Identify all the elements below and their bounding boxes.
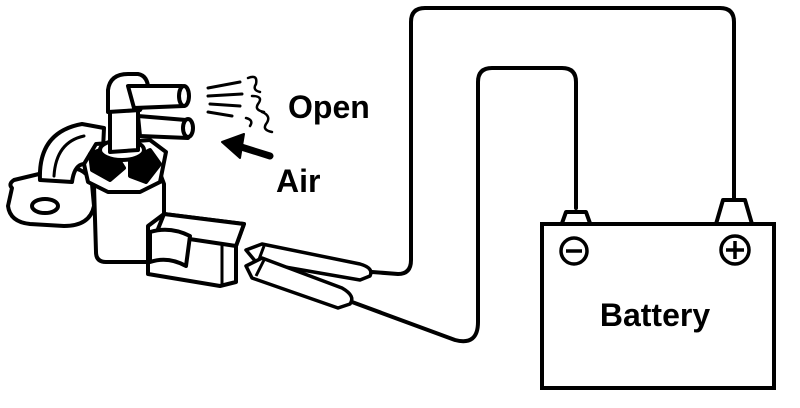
battery-label: Battery (600, 297, 710, 333)
wires (350, 6, 736, 344)
test-probes (244, 242, 373, 310)
air-label: Air (276, 163, 320, 199)
bracket-bolt-hole (30, 197, 60, 215)
outflow-streaks (206, 80, 244, 118)
positive-wire (370, 6, 736, 276)
probe-lower-band (254, 259, 266, 277)
bracket-strap-inner (52, 134, 86, 178)
upper-port-opening (177, 84, 191, 108)
lower-port-opening (181, 117, 195, 139)
open-label: Open (288, 89, 370, 125)
probe-lower (244, 256, 354, 310)
air-puff-curls (244, 75, 274, 134)
air-intake-arrow (221, 133, 274, 160)
negative-wire (350, 66, 578, 344)
vacuum-switching-valve (6, 72, 246, 288)
connector-housing-face (154, 212, 246, 248)
positive-terminal-post (714, 198, 754, 226)
airflow-indicators: Open Air (206, 75, 370, 199)
probe-upper (244, 242, 373, 282)
connector-housing-lip (148, 227, 192, 268)
battery: Battery (540, 198, 776, 390)
